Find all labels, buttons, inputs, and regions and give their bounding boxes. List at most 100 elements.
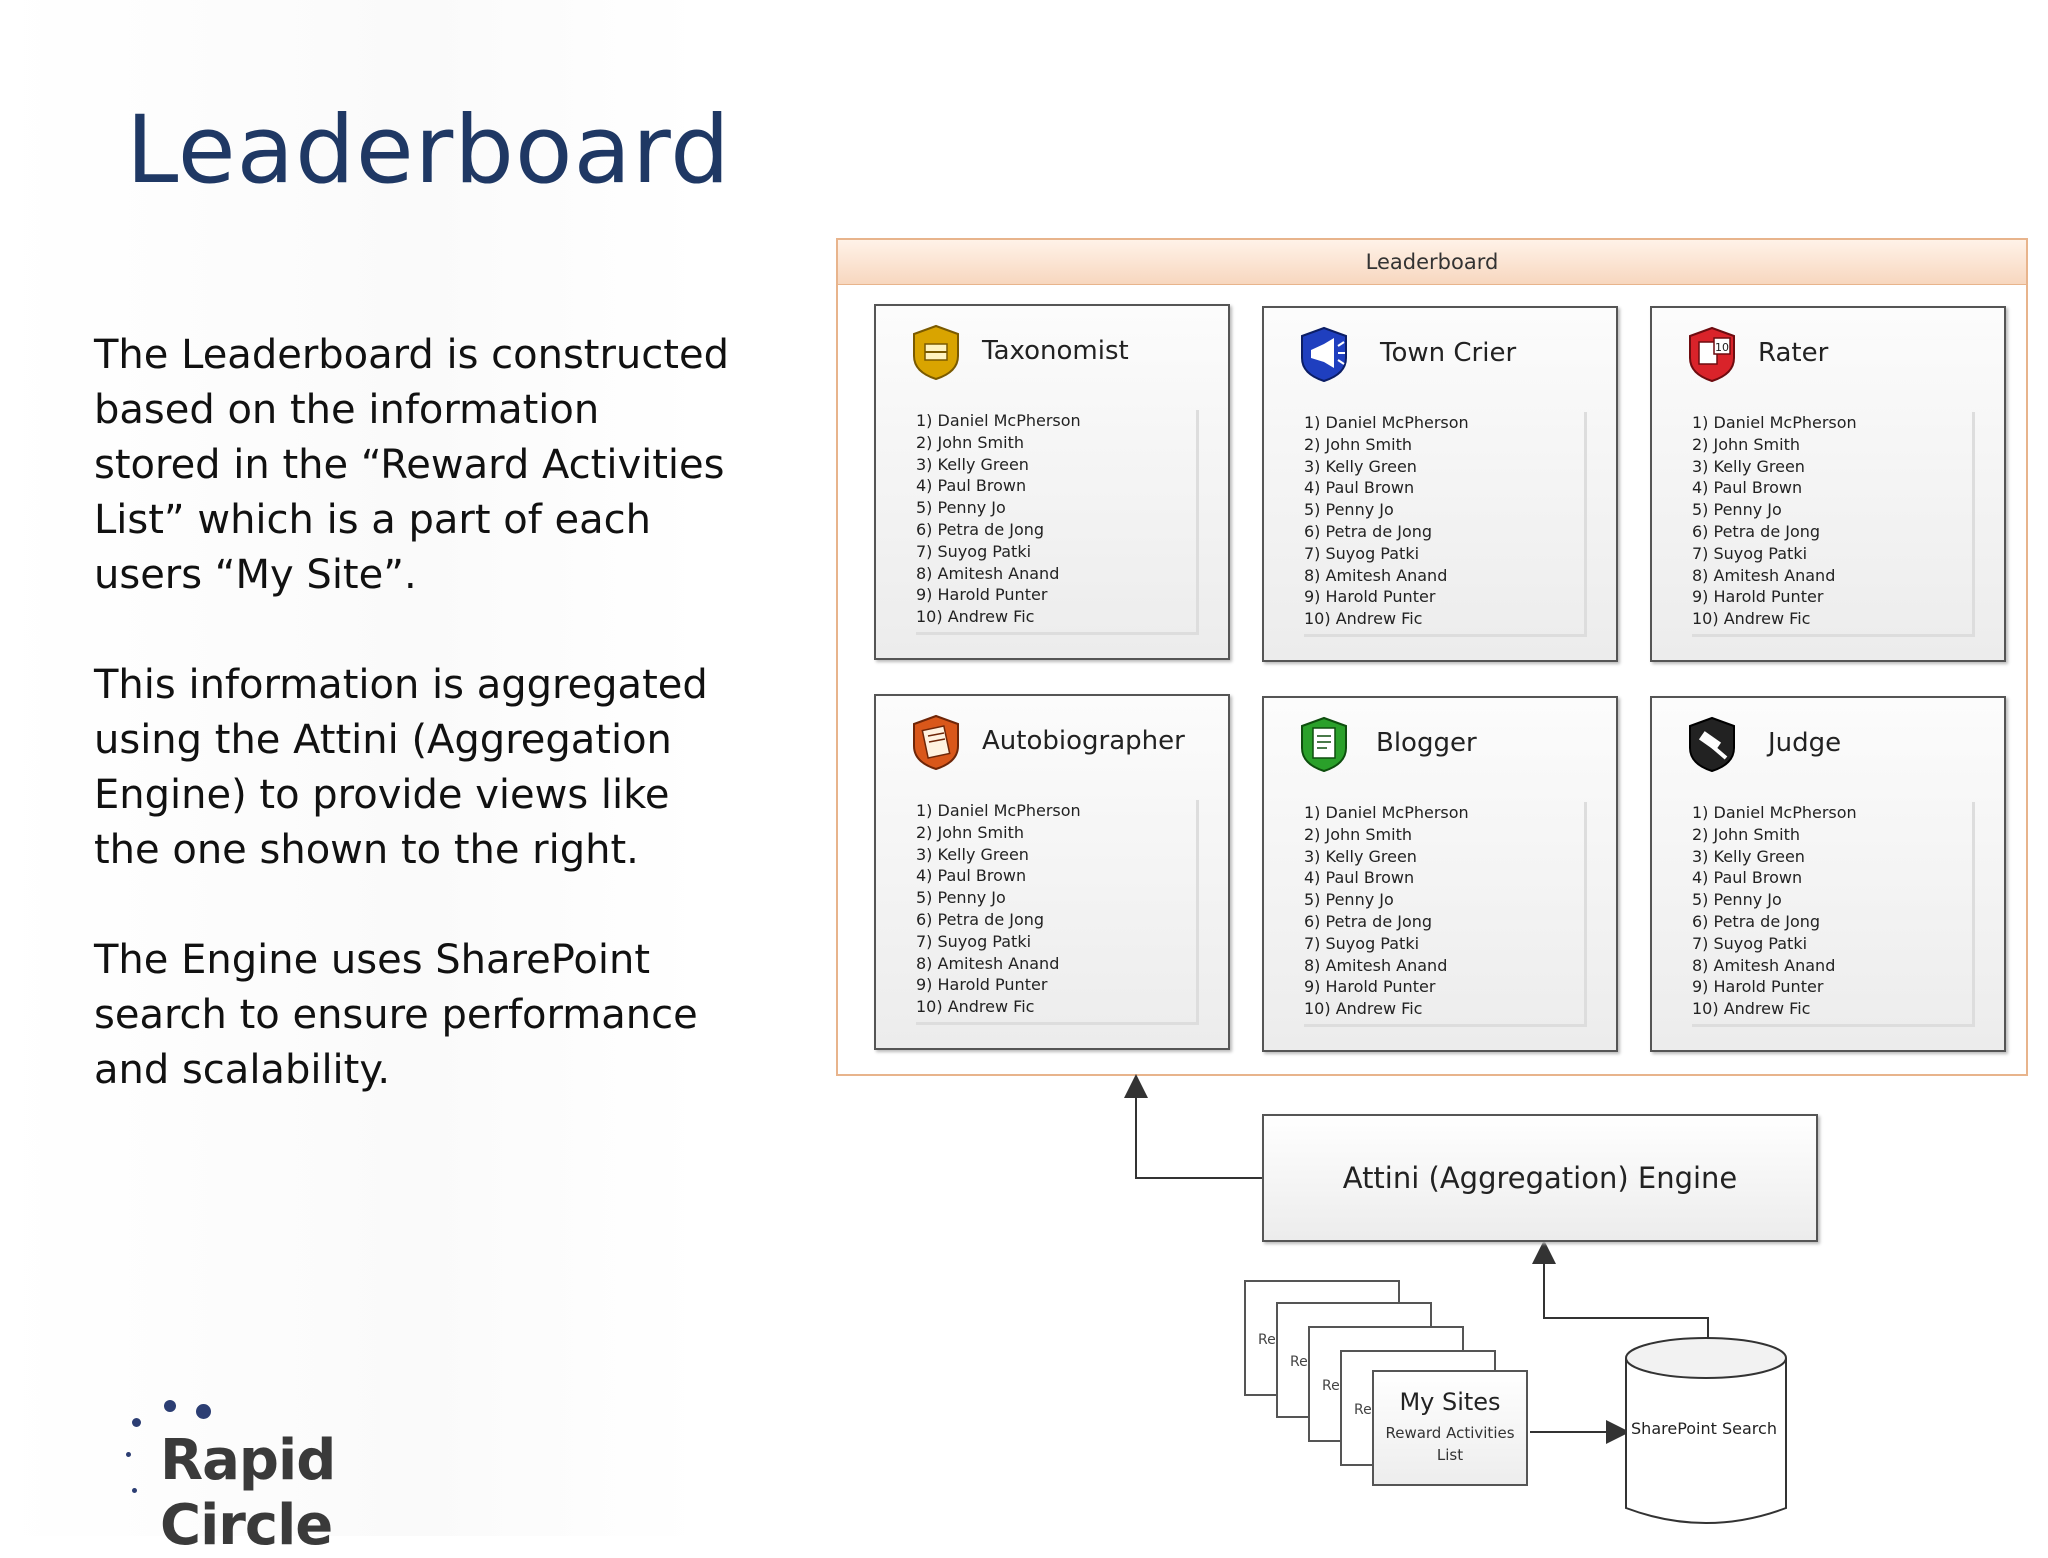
list-item: 2) John Smith xyxy=(1304,824,1412,844)
list-item: 4) Paul Brown xyxy=(1692,478,1803,498)
logo-dot xyxy=(126,1452,131,1457)
list-item: 7) Suyog Patki xyxy=(1692,933,1808,953)
list-item: 4) Paul Brown xyxy=(1692,868,1803,888)
list-item: 9) Harold Punter xyxy=(916,975,1048,995)
list-item: 8) Amitesh Anand xyxy=(916,953,1060,973)
svg-text:10: 10 xyxy=(1715,341,1729,354)
list-item: 7) Suyog Patki xyxy=(1692,543,1808,563)
megaphone-badge-icon xyxy=(1301,326,1347,383)
list-item: 8) Amitesh Anand xyxy=(916,563,1060,583)
rater-badge-icon: 10 xyxy=(1689,326,1735,383)
list-item: 3) Kelly Green xyxy=(916,844,1029,864)
list-item: 1) Daniel McPherson xyxy=(916,411,1081,430)
my-sites-document: My Sites Reward Activities List xyxy=(1372,1370,1528,1486)
logo-dot xyxy=(196,1404,211,1419)
gavel-badge-icon xyxy=(1689,716,1735,773)
list-item: 3) Kelly Green xyxy=(1304,456,1417,476)
leaderboard-panel-title: Leaderboard xyxy=(838,240,2026,285)
paragraph-1: The Leaderboard is constructed based on … xyxy=(94,332,729,598)
list-item: 4) Paul Brown xyxy=(1304,868,1415,888)
list-item: 2) John Smith xyxy=(1692,434,1800,454)
list-item: 6) Petra de Jong xyxy=(1692,911,1821,931)
list-item: 6) Petra de Jong xyxy=(1692,521,1821,541)
aggregation-engine-box: Attini (Aggregation) Engine xyxy=(1262,1114,1818,1242)
list-item: 5) Penny Jo xyxy=(916,888,1006,908)
my-sites-subtitle: Reward Activities List xyxy=(1385,1424,1515,1464)
list-item: 1) Daniel McPherson xyxy=(1304,413,1469,432)
list-item: 5) Penny Jo xyxy=(1692,500,1782,520)
list-item: 3) Kelly Green xyxy=(1304,846,1417,866)
paragraph-3: The Engine uses SharePoint search to ens… xyxy=(94,937,698,1093)
list-item: 1) Daniel McPherson xyxy=(1692,803,1857,822)
search-to-engine-arrow xyxy=(1532,1240,1709,1344)
card-title: Town Crier xyxy=(1380,338,1517,368)
logo-dot xyxy=(132,1418,141,1427)
list-item: 8) Amitesh Anand xyxy=(1304,955,1448,975)
list-item: 10) Andrew Fic xyxy=(1692,999,1811,1019)
card-title: Blogger xyxy=(1376,728,1477,758)
list-item: 7) Suyog Patki xyxy=(1304,933,1420,953)
list-item: 9) Harold Punter xyxy=(1692,977,1824,997)
list-item: 6) Petra de Jong xyxy=(916,909,1045,929)
list-item: 5) Penny Jo xyxy=(916,498,1006,518)
list-item: 6) Petra de Jong xyxy=(1304,521,1433,541)
card-town-crier: Town Crier 1) Daniel McPherson 2) John S… xyxy=(1262,306,1618,662)
my-sites-title: My Sites xyxy=(1399,1388,1501,1416)
list-item: 9) Harold Punter xyxy=(916,585,1048,605)
card-rater: 10 Rater 1) Daniel McPherson 2) John Smi… xyxy=(1650,306,2006,662)
list-item: 1) Daniel McPherson xyxy=(1304,803,1469,822)
card-blogger: Blogger 1) Daniel McPherson 2) John Smit… xyxy=(1262,696,1618,1052)
card-autobiographer: Autobiographer 1) Daniel McPherson 2) Jo… xyxy=(874,694,1230,1050)
list-item: 6) Petra de Jong xyxy=(916,519,1045,539)
list-item: 1) Daniel McPherson xyxy=(1692,413,1857,432)
card-title: Judge xyxy=(1768,728,1842,758)
list-item: 7) Suyog Patki xyxy=(1304,543,1420,563)
list-item: 3) Kelly Green xyxy=(916,454,1029,474)
page-title: Leaderboard xyxy=(126,96,731,205)
list-item: 7) Suyog Patki xyxy=(916,931,1032,951)
list-item: 3) Kelly Green xyxy=(1692,456,1805,476)
list-item: 9) Harold Punter xyxy=(1692,587,1824,607)
list-item: 10) Andrew Fic xyxy=(916,607,1035,627)
logo-dot xyxy=(164,1400,176,1412)
paragraph-2: This information is aggregated using the… xyxy=(94,662,708,873)
list-item: 10) Andrew Fic xyxy=(1304,609,1423,629)
list-item: 4) Paul Brown xyxy=(916,866,1027,886)
list-item: 1) Daniel McPherson xyxy=(916,801,1081,820)
list-item: 2) John Smith xyxy=(916,822,1024,842)
ranking-list: 1) Daniel McPherson 2) John Smith 3) Kel… xyxy=(916,800,1199,1025)
logo-dot xyxy=(132,1488,137,1493)
list-item: 4) Paul Brown xyxy=(1304,478,1415,498)
ranking-list: 1) Daniel McPherson 2) John Smith 3) Kel… xyxy=(1304,412,1587,637)
list-item: 3) Kelly Green xyxy=(1692,846,1805,866)
list-item: 8) Amitesh Anand xyxy=(1692,565,1836,585)
list-item: 10) Andrew Fic xyxy=(1692,609,1811,629)
leaderboard-panel: Leaderboard Taxonomist 1) Daniel McPhers… xyxy=(836,238,2028,1076)
ranking-list: 1) Daniel McPherson 2) John Smith 3) Kel… xyxy=(1304,802,1587,1027)
card-title: Taxonomist xyxy=(982,336,1129,366)
list-item: 9) Harold Punter xyxy=(1304,977,1436,997)
notebook-badge-icon xyxy=(913,714,959,771)
list-item: 2) John Smith xyxy=(916,432,1024,452)
list-item: 10) Andrew Fic xyxy=(916,997,1035,1017)
list-item: 5) Penny Jo xyxy=(1692,890,1782,910)
list-item: 7) Suyog Patki xyxy=(916,541,1032,561)
sharepoint-search-label: SharePoint Search xyxy=(1631,1419,1777,1438)
ranking-list: 1) Daniel McPherson 2) John Smith 3) Kel… xyxy=(1692,802,1975,1027)
card-title: Rater xyxy=(1758,338,1829,368)
list-item: 8) Amitesh Anand xyxy=(1304,565,1448,585)
taxonomist-badge-icon xyxy=(913,324,959,381)
engine-to-leaderboard-arrow xyxy=(1124,1074,1262,1179)
list-item: 6) Petra de Jong xyxy=(1304,911,1433,931)
list-item: 4) Paul Brown xyxy=(916,476,1027,496)
ranking-list: 1) Daniel McPherson 2) John Smith 3) Kel… xyxy=(916,410,1199,635)
list-item: 5) Penny Jo xyxy=(1304,500,1394,520)
slide-background xyxy=(0,0,700,1536)
list-item: 8) Amitesh Anand xyxy=(1692,955,1836,975)
card-title: Autobiographer xyxy=(982,726,1185,756)
list-item: 9) Harold Punter xyxy=(1304,587,1436,607)
card-taxonomist: Taxonomist 1) Daniel McPherson 2) John S… xyxy=(874,304,1230,660)
card-judge: Judge 1) Daniel McPherson 2) John Smith … xyxy=(1650,696,2006,1052)
list-item: 5) Penny Jo xyxy=(1304,890,1394,910)
